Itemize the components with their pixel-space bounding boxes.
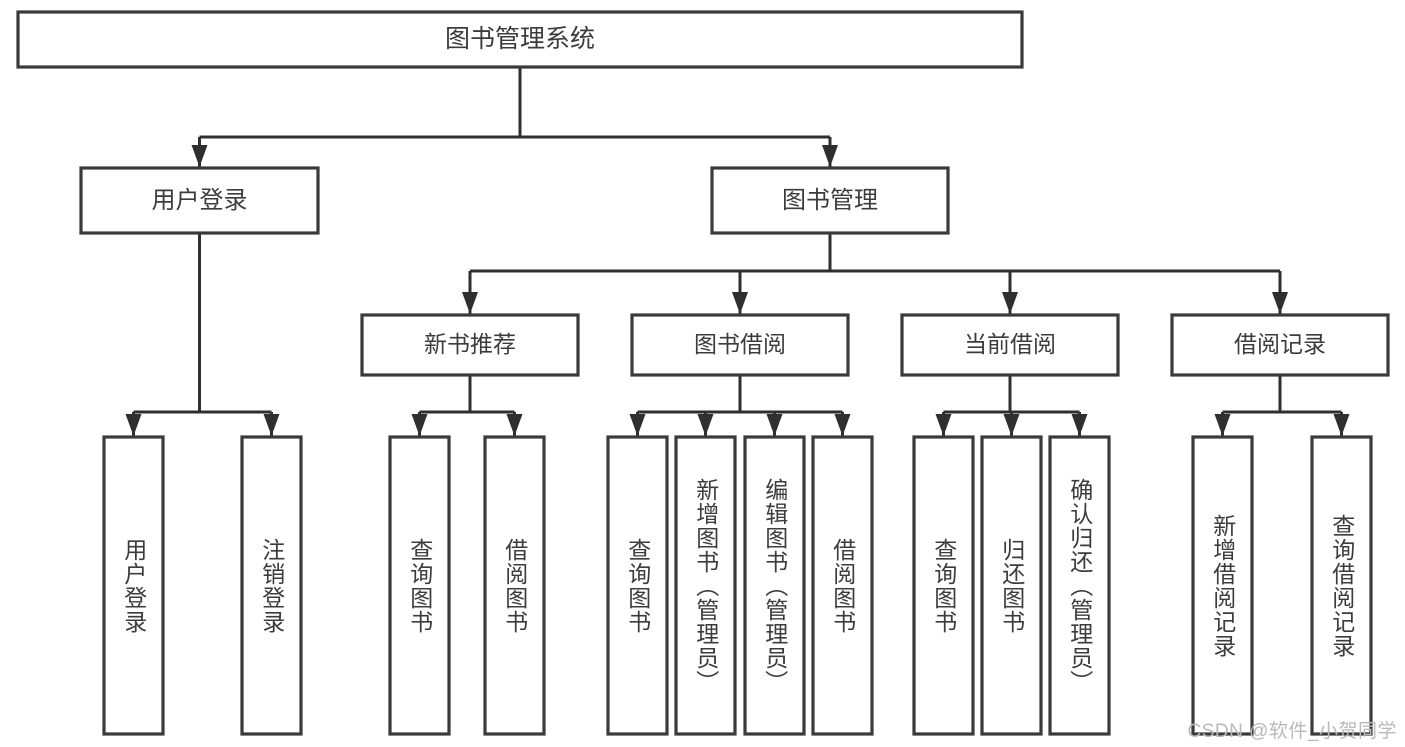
node-box-leaf-logout[interactable] [240, 435, 303, 736]
arrow-head [834, 414, 851, 436]
arrow-head [629, 414, 646, 436]
arrow-head [1214, 414, 1231, 436]
node-box-leaf-query-book-3[interactable] [912, 435, 975, 736]
node-box-root[interactable] [16, 10, 1024, 69]
arrow-head [732, 292, 748, 314]
node-box-leaf-add-record[interactable] [1191, 435, 1254, 736]
arrow-head [935, 414, 952, 436]
node-box-leaf-user-login[interactable] [102, 435, 165, 736]
node-box-leaf-return-book[interactable] [980, 435, 1043, 736]
node-label-book-borrow: 图书借阅 [694, 331, 786, 357]
arrow-head [263, 414, 280, 436]
arrow-head [1272, 292, 1288, 314]
node-box-current-borrow[interactable] [900, 313, 1120, 377]
node-label-book-manage: 图书管理 [782, 187, 878, 214]
node-label-root: 图书管理系统 [445, 25, 595, 53]
node-box-leaf-borrow-book-1[interactable] [483, 435, 546, 736]
node-label-user-login: 用户登录 [152, 187, 248, 214]
arrow-head [191, 145, 208, 167]
arrow-head [1071, 414, 1088, 436]
arrow-head [462, 292, 478, 314]
connector-layer [125, 67, 1350, 436]
arrow-head [822, 145, 838, 167]
node-box-leaf-edit-book[interactable] [743, 435, 806, 736]
node-label-new-book-recommend: 新书推荐 [424, 331, 516, 357]
node-box-leaf-query-book-2[interactable] [606, 435, 669, 736]
node-label-borrow-record: 借阅记录 [1234, 331, 1326, 357]
node-box-leaf-add-book[interactable] [674, 435, 737, 736]
box-layer [16, 10, 1390, 736]
arrow-head [1333, 414, 1350, 436]
arrow-head [766, 414, 783, 436]
node-box-leaf-confirm-return[interactable] [1048, 435, 1111, 736]
arrow-head [125, 414, 142, 436]
arrow-head [411, 414, 428, 436]
node-box-borrow-record[interactable] [1170, 313, 1390, 377]
arrow-head [1003, 414, 1020, 436]
node-box-book-borrow[interactable] [630, 313, 850, 377]
node-box-leaf-query-record[interactable] [1310, 435, 1373, 736]
arrow-head [1002, 292, 1018, 314]
node-box-book-manage[interactable] [710, 166, 950, 235]
arrow-head [506, 414, 523, 436]
node-box-user-login[interactable] [79, 166, 320, 235]
node-box-leaf-borrow-book-2[interactable] [811, 435, 874, 736]
node-box-new-book-recommend[interactable] [360, 313, 580, 377]
arrow-head [697, 414, 714, 436]
node-box-leaf-query-book-1[interactable] [388, 435, 451, 736]
node-label-current-borrow: 当前借阅 [964, 331, 1056, 357]
